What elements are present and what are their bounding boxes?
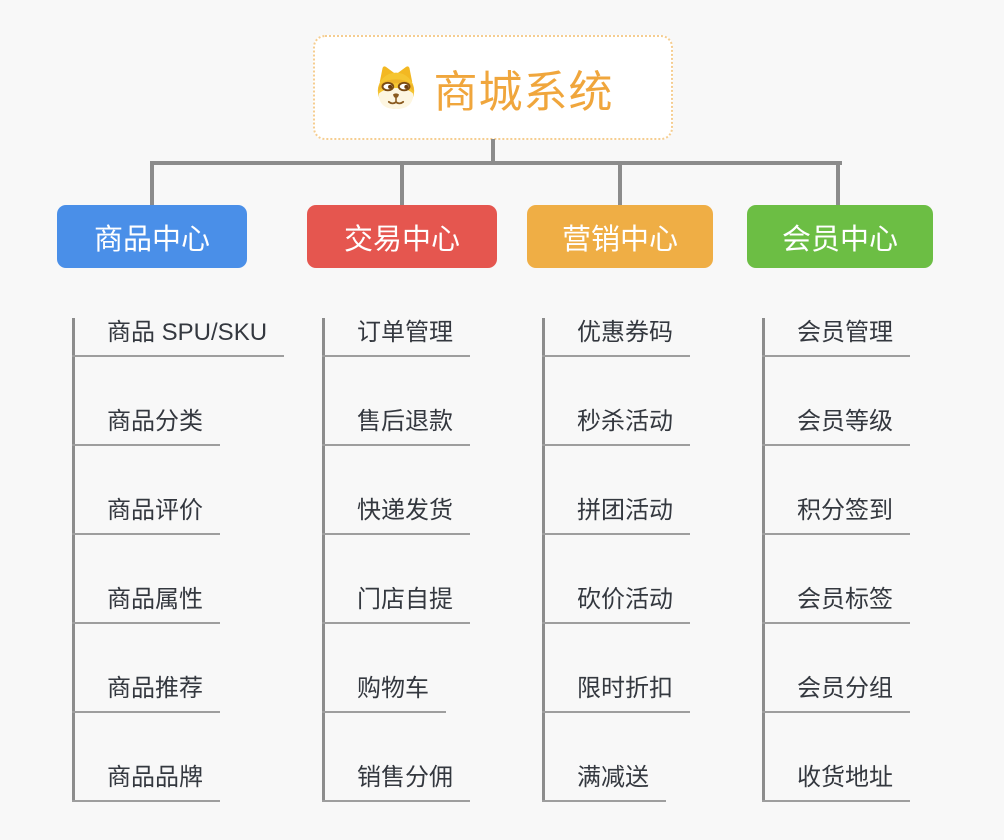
leaf-node-shopping-cart[interactable]: 购物车 bbox=[322, 674, 446, 713]
leaf-node-flash-sale[interactable]: 秒杀活动 bbox=[542, 407, 690, 446]
leaf-node-product-attr[interactable]: 商品属性 bbox=[72, 585, 220, 624]
connector-drop-trade bbox=[400, 163, 404, 205]
branch-vline bbox=[72, 318, 75, 802]
leaf-node-product-review[interactable]: 商品评价 bbox=[72, 496, 220, 535]
leaf-node-group-buy[interactable]: 拼团活动 bbox=[542, 496, 690, 535]
branch-node-member-center[interactable]: 会员中心 bbox=[747, 205, 933, 268]
leaf-node-store-pickup[interactable]: 门店自提 bbox=[322, 585, 470, 624]
leaf-node-coupon-code[interactable]: 优惠券码 bbox=[542, 318, 690, 357]
branch-items-trade: 订单管理 售后退款 快递发货 门店自提 购物车 销售分佣 bbox=[307, 318, 497, 802]
leaf-node-member-level[interactable]: 会员等级 bbox=[762, 407, 910, 446]
connector-horizontal bbox=[150, 161, 842, 165]
root-title: 商城系统 bbox=[433, 67, 614, 117]
root-node[interactable]: 商城系统 bbox=[313, 35, 673, 140]
branch-node-product-center[interactable]: 商品中心 bbox=[57, 205, 247, 268]
branch-trade-center: 交易中心 订单管理 售后退款 快递发货 门店自提 购物车 销售分佣 bbox=[307, 205, 497, 802]
leaf-node-product-spu-sku[interactable]: 商品 SPU/SKU bbox=[72, 318, 285, 357]
leaf-node-full-reduction[interactable]: 满减送 bbox=[542, 763, 666, 802]
connector-drop-member bbox=[836, 163, 840, 205]
branch-member-center: 会员中心 会员管理 会员等级 积分签到 会员标签 会员分组 收货地址 bbox=[747, 205, 933, 802]
branch-node-marketing-center[interactable]: 营销中心 bbox=[527, 205, 713, 268]
leaf-node-shipping-address[interactable]: 收货地址 bbox=[762, 763, 910, 802]
connector-drop-marketing bbox=[618, 163, 622, 205]
leaf-node-bargain[interactable]: 砍价活动 bbox=[542, 585, 690, 624]
branch-vline bbox=[542, 318, 545, 802]
leaf-node-express-delivery[interactable]: 快递发货 bbox=[322, 496, 470, 535]
leaf-node-member-tag[interactable]: 会员标签 bbox=[762, 585, 910, 624]
leaf-node-product-recommend[interactable]: 商品推荐 bbox=[72, 674, 220, 713]
leaf-node-sales-commission[interactable]: 销售分佣 bbox=[322, 763, 470, 802]
branch-marketing-center: 营销中心 优惠券码 秒杀活动 拼团活动 砍价活动 限时折扣 满减送 bbox=[527, 205, 713, 802]
branch-vline bbox=[322, 318, 325, 802]
leaf-node-points-checkin[interactable]: 积分签到 bbox=[762, 496, 910, 535]
connector-drop-product bbox=[150, 163, 154, 205]
branch-product-center: 商品中心 商品 SPU/SKU 商品分类 商品评价 商品属性 商品推荐 商品品牌 bbox=[57, 205, 285, 802]
doge-icon bbox=[373, 65, 419, 110]
leaf-node-product-brand[interactable]: 商品品牌 bbox=[72, 763, 220, 802]
leaf-node-time-discount[interactable]: 限时折扣 bbox=[542, 674, 690, 713]
leaf-node-order-management[interactable]: 订单管理 bbox=[322, 318, 470, 357]
leaf-node-member-group[interactable]: 会员分组 bbox=[762, 674, 910, 713]
connector-root-stub bbox=[491, 139, 495, 163]
branch-vline bbox=[762, 318, 765, 802]
branch-items-product: 商品 SPU/SKU 商品分类 商品评价 商品属性 商品推荐 商品品牌 bbox=[57, 318, 285, 802]
branch-items-marketing: 优惠券码 秒杀活动 拼团活动 砍价活动 限时折扣 满减送 bbox=[527, 318, 713, 802]
leaf-node-member-management[interactable]: 会员管理 bbox=[762, 318, 910, 357]
leaf-node-product-category[interactable]: 商品分类 bbox=[72, 407, 220, 446]
leaf-node-aftersale-refund[interactable]: 售后退款 bbox=[322, 407, 470, 446]
branch-items-member: 会员管理 会员等级 积分签到 会员标签 会员分组 收货地址 bbox=[747, 318, 933, 802]
branch-node-trade-center[interactable]: 交易中心 bbox=[307, 205, 497, 268]
